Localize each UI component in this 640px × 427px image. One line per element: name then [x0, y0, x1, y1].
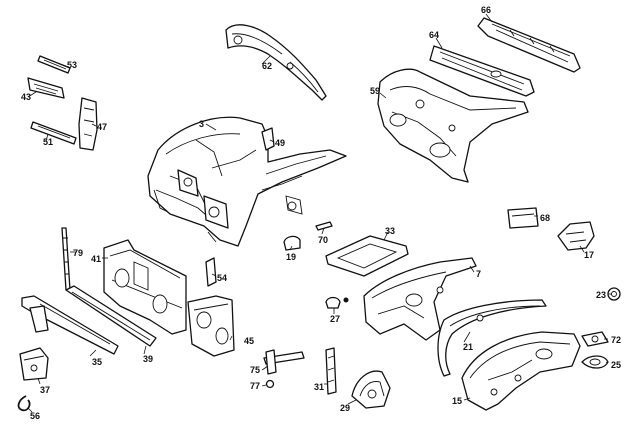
part-21-wheel-arch[interactable] — [437, 299, 547, 377]
callout-75: 75 — [250, 365, 260, 375]
part-53-rail[interactable] — [37, 55, 71, 74]
part-19-cap[interactable] — [283, 235, 301, 251]
part-31-bracket[interactable] — [325, 347, 337, 395]
part-33-frame[interactable] — [325, 235, 409, 277]
part-25-gasket[interactable] — [581, 355, 609, 369]
part-54-bracket[interactable] — [205, 257, 217, 287]
part-68-plate[interactable] — [507, 207, 539, 229]
part-62-upper-rail[interactable] — [225, 24, 327, 101]
part-43-bracket[interactable] — [27, 77, 65, 99]
part-47-upright-panel[interactable] — [78, 97, 98, 151]
callout-62: 62 — [262, 61, 272, 71]
callout-41: 41 — [91, 254, 101, 264]
callout-33: 33 — [385, 226, 395, 236]
callout-7: 7 — [476, 269, 481, 279]
part-51-rail[interactable] — [30, 121, 77, 145]
callout-17: 17 — [584, 250, 594, 260]
part-45-side-panel[interactable] — [187, 295, 235, 357]
callout-25: 25 — [611, 360, 621, 370]
callout-79: 79 — [73, 248, 83, 258]
part-15-front-fender[interactable] — [461, 331, 581, 411]
part-56-hook[interactable] — [17, 395, 31, 412]
part-37-bracket[interactable] — [19, 347, 49, 381]
callout-31: 31 — [314, 382, 324, 392]
leader-lines — [27, 13, 612, 413]
callout-64: 64 — [429, 30, 439, 40]
callout-23: 23 — [596, 290, 606, 300]
part-59-firewall[interactable] — [377, 68, 529, 183]
callout-3: 3 — [199, 119, 204, 129]
callout-54: 54 — [217, 273, 227, 283]
callout-49: 49 — [275, 138, 285, 148]
callout-45: 45 — [244, 336, 254, 346]
part-7-inner-fender[interactable] — [363, 257, 477, 341]
callout-labels: 53 43 47 51 62 3 49 66 64 59 79 41 54 19… — [21, 5, 621, 421]
part-77-nut[interactable] — [265, 379, 275, 389]
callout-39: 39 — [143, 354, 153, 364]
part-35-lower-rail[interactable] — [21, 295, 119, 355]
callout-29: 29 — [340, 403, 350, 413]
callout-59: 59 — [370, 86, 380, 96]
part-27-bolt[interactable] — [325, 296, 349, 309]
callout-19: 19 — [286, 252, 296, 262]
callout-72: 72 — [611, 335, 621, 345]
callout-56: 56 — [30, 411, 40, 421]
callout-53: 53 — [67, 60, 77, 70]
part-79-rod[interactable] — [61, 227, 71, 291]
part-64-cowl-lower[interactable] — [429, 45, 535, 97]
callout-68: 68 — [540, 213, 550, 223]
part-39-rail[interactable] — [65, 285, 157, 347]
callout-37: 37 — [40, 385, 50, 395]
callout-27: 27 — [330, 314, 340, 324]
callout-21: 21 — [463, 342, 473, 352]
part-70-pin[interactable] — [315, 221, 333, 231]
part-41-front-panel[interactable] — [103, 239, 187, 335]
part-17-bracket[interactable] — [557, 221, 595, 251]
part-29-support[interactable] — [351, 370, 391, 409]
callout-35: 35 — [92, 357, 102, 367]
part-3-front-structure[interactable] — [147, 116, 347, 247]
part-49-bracket[interactable] — [261, 127, 275, 151]
callout-47: 47 — [97, 122, 107, 132]
callout-70: 70 — [318, 235, 328, 245]
callout-66: 66 — [481, 5, 491, 15]
callout-51: 51 — [43, 137, 53, 147]
part-72-plate[interactable] — [581, 331, 609, 347]
part-66-cowl-panel[interactable] — [477, 17, 581, 73]
callout-43: 43 — [21, 92, 31, 102]
callout-15: 15 — [452, 396, 462, 406]
part-75-lever[interactable] — [263, 349, 305, 375]
callout-77: 77 — [250, 381, 260, 391]
